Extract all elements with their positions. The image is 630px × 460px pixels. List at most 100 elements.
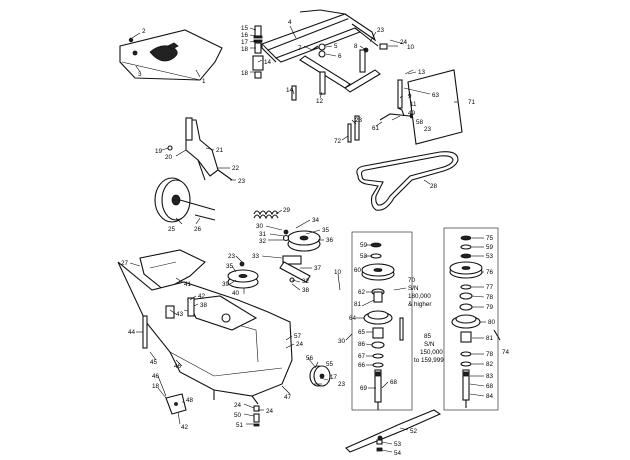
callout-47: 47 bbox=[284, 394, 292, 401]
front-wheel bbox=[154, 177, 216, 223]
callout-42b: 42 bbox=[181, 424, 189, 431]
callout-17b: 17 bbox=[330, 374, 338, 381]
callout-49: 49 bbox=[408, 110, 416, 117]
callout-23e: 23 bbox=[338, 381, 346, 388]
mower-deck-housing bbox=[117, 261, 293, 405]
callout-86a: 86 bbox=[358, 341, 366, 348]
callout-78b: 78 bbox=[486, 351, 494, 358]
callout-48: 48 bbox=[186, 397, 194, 404]
drive-belt bbox=[356, 151, 459, 211]
callout-55: 55 bbox=[326, 361, 334, 368]
callout-71: 71 bbox=[468, 99, 476, 106]
callout-16: 16 bbox=[241, 32, 249, 39]
callout-23c: 23 bbox=[238, 178, 246, 185]
callout-12: 12 bbox=[316, 98, 324, 105]
front-axle-bracket bbox=[167, 117, 233, 181]
callout-35b: 35 bbox=[226, 263, 234, 270]
bracket-48 bbox=[165, 393, 187, 415]
note-70-line3: 180,000 bbox=[408, 293, 431, 300]
callout-61: 61 bbox=[372, 125, 380, 132]
callout-6: 6 bbox=[338, 53, 342, 60]
callout-80: 80 bbox=[488, 319, 496, 326]
callout-78a: 78 bbox=[486, 294, 494, 301]
callout-19: 19 bbox=[155, 148, 163, 155]
callout-42a: 42 bbox=[198, 293, 206, 300]
anti-scalp-roller bbox=[309, 365, 331, 387]
note-85-serial-range: 85 S/N 150,000 to 159,999 bbox=[414, 333, 444, 364]
spring-stack bbox=[252, 25, 264, 79]
callout-81a: 81 bbox=[354, 301, 362, 308]
callout-46b: 46 bbox=[152, 373, 160, 380]
callout-82: 82 bbox=[486, 361, 494, 368]
callout-22: 22 bbox=[232, 165, 240, 172]
callout-17a: 17 bbox=[241, 39, 249, 46]
callout-35a: 35 bbox=[322, 227, 330, 234]
callout-24d: 24 bbox=[266, 408, 274, 415]
mower-blade bbox=[345, 409, 442, 453]
callout-39: 39 bbox=[222, 281, 230, 288]
tension-spring bbox=[253, 210, 279, 220]
spindle-box-70 bbox=[351, 231, 413, 411]
callout-65: 65 bbox=[358, 329, 366, 336]
callout-24a: 24 bbox=[400, 39, 408, 46]
callout-37: 37 bbox=[314, 265, 322, 272]
callout-8: 8 bbox=[354, 43, 358, 50]
callout-45: 45 bbox=[150, 359, 158, 366]
callout-77: 77 bbox=[486, 284, 494, 291]
pin-72 bbox=[347, 123, 352, 143]
callout-5: 5 bbox=[334, 43, 338, 50]
callout-53b: 53 bbox=[486, 253, 494, 260]
callout-73: 23 bbox=[355, 117, 363, 124]
callout-23a: 23 bbox=[377, 27, 385, 34]
callout-46a: 46 bbox=[174, 363, 182, 370]
callout-38b: 38 bbox=[200, 302, 208, 309]
deck-cover-plate bbox=[119, 29, 223, 81]
note-85-line3: 150,000 bbox=[420, 349, 443, 356]
callout-38a: 38 bbox=[302, 287, 310, 294]
pulley-40 bbox=[227, 261, 259, 289]
lift-frame bbox=[260, 9, 381, 95]
callout-59a: 59 bbox=[360, 242, 368, 249]
pin-44 bbox=[142, 315, 148, 349]
pin-74 bbox=[493, 329, 501, 341]
callout-76: 76 bbox=[486, 269, 494, 276]
callout-40: 40 bbox=[232, 290, 240, 297]
callout-52: 52 bbox=[410, 428, 418, 435]
callout-18a: 18 bbox=[241, 46, 249, 53]
callout-66: 66 bbox=[358, 362, 366, 369]
callout-84: 84 bbox=[486, 393, 494, 400]
callout-14b: 14 bbox=[264, 59, 272, 66]
callout-67: 67 bbox=[358, 353, 366, 360]
callout-62: 62 bbox=[358, 289, 366, 296]
callout-30b: 30 bbox=[338, 338, 346, 345]
callout-64: 64 bbox=[349, 315, 357, 322]
pin-10 bbox=[399, 317, 404, 341]
callout-29: 29 bbox=[283, 207, 291, 214]
spindle-box-85 bbox=[443, 227, 499, 411]
callout-53c: 53 bbox=[394, 441, 402, 448]
callout-33: 33 bbox=[252, 253, 260, 260]
callout-81b: 81 bbox=[486, 335, 494, 342]
note-70-line2: S/N bbox=[408, 285, 419, 292]
callout-50: 50 bbox=[234, 412, 242, 419]
callout-41: 41 bbox=[184, 281, 192, 288]
callout-44: 44 bbox=[128, 329, 136, 336]
callout-68a: 68 bbox=[390, 379, 398, 386]
callout-57: 57 bbox=[294, 333, 302, 340]
callout-14a: 14 bbox=[286, 87, 294, 94]
note-70-serial-range: 70 S/N 180,000 & higher bbox=[408, 277, 431, 308]
callout-1: 1 bbox=[202, 78, 206, 85]
callout-labels: 1 2 3 4 5 6 7 8 23 24 10 13 63 71 9 11 4… bbox=[121, 19, 510, 457]
callout-2: 2 bbox=[142, 28, 146, 35]
callout-83: 83 bbox=[486, 373, 494, 380]
discharge-chute-27 bbox=[139, 249, 206, 291]
callout-54: 54 bbox=[394, 450, 402, 457]
callout-3: 3 bbox=[138, 71, 142, 78]
callout-9: 9 bbox=[408, 93, 412, 100]
callout-58: 58 bbox=[416, 119, 424, 126]
callout-34: 34 bbox=[312, 217, 320, 224]
callout-53a: 53 bbox=[360, 253, 368, 260]
callout-79: 79 bbox=[486, 304, 494, 311]
callout-21: 21 bbox=[216, 147, 224, 154]
callout-23b: 23 bbox=[424, 126, 432, 133]
